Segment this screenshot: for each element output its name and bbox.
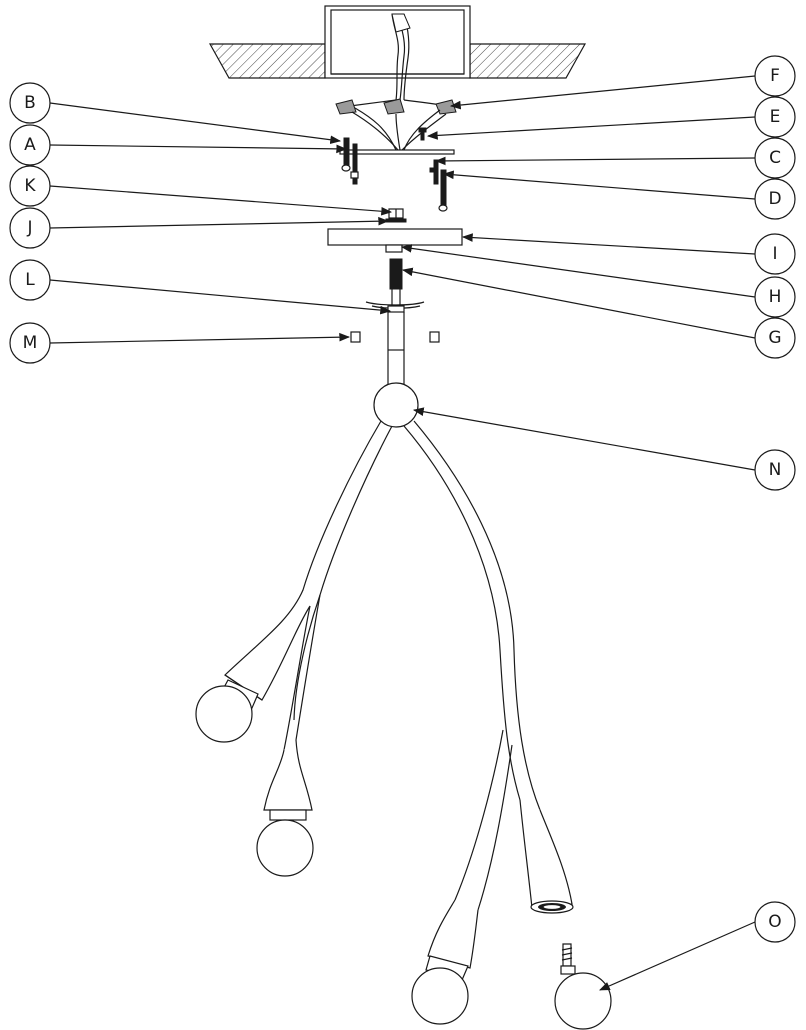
callout-i-label: I <box>772 244 777 264</box>
callout-g-label: G <box>768 328 781 348</box>
bulb-middle-left <box>256 809 314 877</box>
callout-d: D <box>754 178 796 220</box>
bulb-detached <box>554 943 612 1030</box>
callout-n-label: N <box>769 460 782 480</box>
shade-middle-left <box>263 739 313 811</box>
canopy <box>327 228 463 253</box>
callout-h: H <box>754 276 796 318</box>
callout-c: C <box>754 137 796 179</box>
callout-c-label: C <box>769 148 781 168</box>
callout-b: B <box>9 82 51 124</box>
callout-m-label: M <box>23 333 38 353</box>
callout-a: A <box>9 124 51 166</box>
callout-d-label: D <box>768 189 781 209</box>
callout-j: J <box>9 207 51 249</box>
wire-connectors <box>335 98 457 151</box>
arms <box>259 420 541 911</box>
callout-i: I <box>754 233 796 275</box>
callout-n: N <box>754 449 796 491</box>
shade-lower-right <box>519 799 574 914</box>
callout-g: G <box>754 317 796 359</box>
callout-h-label: H <box>769 287 782 307</box>
sphere-joint <box>373 382 419 428</box>
stem-top <box>365 282 425 386</box>
spacers <box>350 331 440 343</box>
bulb-upper-left <box>195 679 259 743</box>
callout-o: O <box>754 901 796 943</box>
callout-l-label: L <box>25 270 35 290</box>
callout-k-label: K <box>24 176 36 196</box>
callout-l: L <box>9 259 51 301</box>
callout-f-label: F <box>770 66 780 86</box>
callout-b-label: B <box>24 93 36 113</box>
bulb-lower-left <box>411 955 469 1025</box>
leader-lines <box>49 75 756 991</box>
callout-e-label: E <box>770 107 781 127</box>
mounting-strap <box>339 127 455 212</box>
supply-wires <box>349 13 449 109</box>
callout-j-label: J <box>26 218 32 238</box>
callout-f: F <box>754 55 796 97</box>
nut-washer <box>385 208 407 223</box>
callout-e: E <box>754 96 796 138</box>
callout-a-label: A <box>24 135 36 155</box>
callout-m: M <box>9 322 51 364</box>
callout-o-label: O <box>768 912 781 932</box>
callout-k: K <box>9 165 51 207</box>
